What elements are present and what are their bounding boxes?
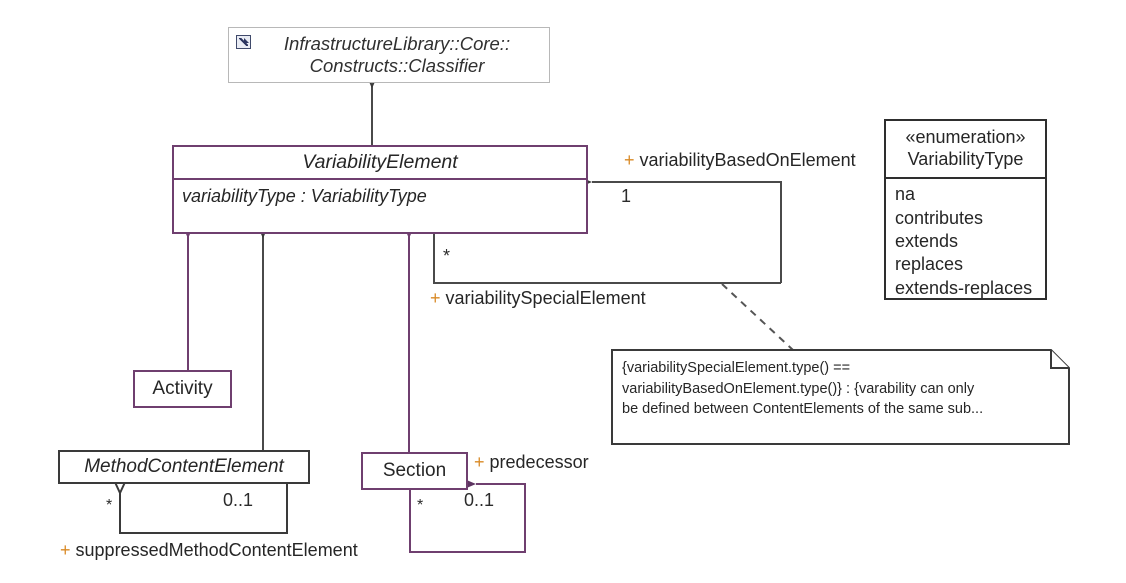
note-text-line-1: {variabilitySpecialElement.type() == — [622, 360, 851, 376]
role-plus-sign: + — [430, 288, 441, 308]
class-box-variability-element[interactable]: VariabilityElement variabilityType : Var… — [172, 145, 588, 234]
class-name-method-content-element: MethodContentElement — [84, 455, 284, 477]
class-box-activity[interactable]: Activity — [133, 370, 232, 408]
role-name: variabilityBasedOnElement — [639, 150, 856, 170]
role-name: predecessor — [489, 452, 589, 472]
class-attributes-variability-element: variabilityType : VariabilityType — [174, 178, 586, 232]
enumeration-literal: extends-replaces — [895, 277, 1033, 298]
enumeration-header: «enumeration» VariabilityType — [886, 121, 1045, 177]
enumeration-literal: replaces — [895, 254, 964, 275]
enumeration-stereotype: «enumeration» — [905, 127, 1026, 147]
note-text-line-2: variabilityBasedOnElement.type()} : {var… — [622, 380, 975, 397]
role-label-suppressed-method-content-element: + suppressedMethodContentElement — [60, 540, 358, 561]
class-box-infrastructurelibrary-classifier[interactable]: InfrastructureLibrary::Core:: Constructs… — [228, 27, 550, 83]
multiplicity-predecessor-target: 0..1 — [464, 490, 495, 510]
role-plus-sign: + — [624, 150, 635, 170]
association-variability-special-element — [433, 234, 781, 284]
note-anchor-dashed-link — [721, 283, 794, 351]
role-label-variability-based-on-element: + variabilityBasedOnElement — [624, 150, 856, 171]
multiplicity-variability-special-element: * — [443, 246, 451, 266]
role-name: variabilitySpecialElement — [445, 288, 646, 308]
class-name-classifier: InfrastructureLibrary::Core:: Constructs… — [268, 33, 510, 77]
class-name-section: Section — [382, 459, 447, 481]
multiplicity-variability-based-on-element: 1 — [621, 186, 632, 206]
enumeration-literal: extends — [895, 230, 959, 251]
enumeration-box-variability-type[interactable]: «enumeration» VariabilityType na contrib… — [884, 119, 1047, 300]
enumeration-name: VariabilityType — [907, 148, 1024, 169]
classifier-name-line-2: Constructs::Classifier — [309, 55, 485, 76]
role-name: suppressedMethodContentElement — [75, 540, 358, 560]
role-plus-sign: + — [474, 452, 485, 472]
attribute-variability-type: variabilityType : VariabilityType — [182, 186, 427, 206]
enumeration-literal: na — [895, 184, 916, 205]
association-suppressed-method-content-element — [120, 484, 288, 534]
external-reference-icon — [236, 35, 251, 49]
role-plus-sign: + — [60, 540, 71, 560]
multiplicity-predecessor-source: * — [417, 497, 424, 514]
multiplicity-suppressed-source: * — [106, 497, 113, 514]
class-name-variability-element: VariabilityElement — [302, 151, 458, 173]
role-label-variability-special-element: + variabilitySpecialElement — [430, 288, 646, 309]
multiplicity-suppressed-target: 0..1 — [223, 490, 254, 510]
role-label-predecessor: + predecessor — [474, 452, 589, 473]
classifier-name-line-1: InfrastructureLibrary::Core:: — [283, 32, 511, 54]
class-box-method-content-element[interactable]: MethodContentElement — [58, 450, 310, 484]
enumeration-literal: contributes — [895, 207, 984, 228]
class-box-section[interactable]: Section — [361, 452, 468, 490]
class-name-activity: Activity — [152, 377, 213, 399]
enumeration-literals: na contributes extends replaces extends-… — [886, 177, 1045, 304]
note-text: {variabilitySpecialElement.type() == var… — [622, 358, 1060, 420]
note-text-line-3: be defined between ContentElements of th… — [622, 401, 984, 418]
note-constraint-variability[interactable]: {variabilitySpecialElement.type() == var… — [611, 349, 1070, 445]
